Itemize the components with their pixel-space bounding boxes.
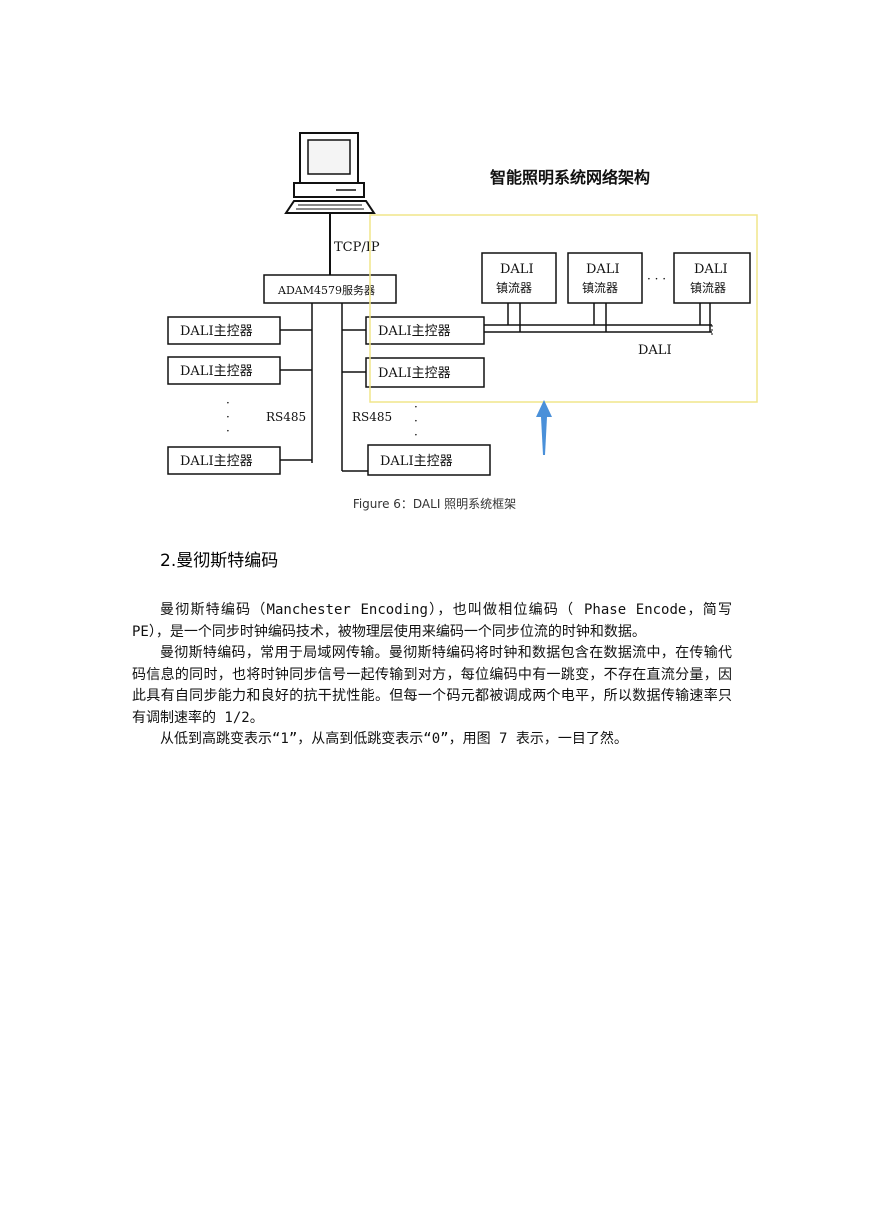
svg-text:镇流器: 镇流器 — [582, 281, 618, 295]
svg-text:DALI主控器: DALI主控器 — [380, 454, 453, 469]
section-heading: 2.曼彻斯特编码 — [160, 551, 279, 571]
paragraph-3: 从低到高跳变表示“1”，从高到低跳变表示“0”，用图 7 表示，一目了然。 — [160, 731, 628, 747]
computer-icon — [284, 132, 376, 214]
svg-text:·: · — [414, 428, 418, 442]
svg-text:·: · — [226, 424, 230, 438]
rs485-right-label: RS485 — [352, 410, 392, 424]
left-dots: · — [226, 396, 230, 410]
ballast-ellipsis: · · · — [647, 272, 666, 286]
arrow-up-icon — [536, 400, 552, 455]
left-controller-2: DALI主控器 — [167, 356, 281, 385]
rs485-left-label: RS485 — [266, 410, 306, 424]
svg-text:DALI主控器: DALI主控器 — [180, 364, 253, 379]
ballast-1: DALI 镇流器 — [481, 252, 557, 332]
svg-text:DALI: DALI — [586, 262, 620, 277]
right-controller-2: DALI主控器 — [365, 357, 485, 388]
server-label: ADAM4579服务器 — [277, 284, 375, 297]
ballast-2: DALI 镇流器 — [567, 252, 643, 332]
diagram-title: 智能照明系统网络架构 — [490, 168, 650, 187]
svg-text:镇流器: 镇流器 — [496, 281, 532, 295]
figure-caption: Figure 6：DALI 照明系统框架 — [352, 497, 517, 511]
paragraph-1: 曼彻斯特编码（Manchester Encoding），也叫做相位编码（ Pha… — [132, 602, 732, 640]
svg-text:DALI: DALI — [694, 262, 728, 277]
server-box — [263, 274, 397, 304]
svg-text:DALI主控器: DALI主控器 — [180, 324, 253, 339]
dali-system-diagram: TCP/IP 智能照明系统网络架构 ADAM4579服务器 DALI主控器 DA… — [160, 125, 770, 485]
svg-text:镇流器: 镇流器 — [690, 281, 726, 295]
tcpip-label: TCP/IP — [334, 240, 380, 255]
svg-text:·: · — [414, 414, 418, 428]
dali-bus-label: DALI — [638, 343, 672, 358]
right-controller-3: DALI主控器 — [367, 444, 491, 476]
left-controller-1: DALI主控器 — [167, 316, 281, 345]
highlight-box — [369, 214, 758, 403]
svg-text:·: · — [414, 400, 418, 414]
svg-text:DALI主控器: DALI主控器 — [180, 454, 253, 469]
right-controller-1: DALI主控器 — [365, 316, 485, 345]
svg-text:DALI主控器: DALI主控器 — [378, 324, 451, 339]
ballast-3: DALI 镇流器 — [673, 252, 751, 332]
svg-text:·: · — [226, 410, 230, 424]
paragraph-2: 曼彻斯特编码，常用于局域网传输。曼彻斯特编码将时钟和数据包含在数据流中，在传输代… — [132, 645, 732, 726]
svg-text:DALI主控器: DALI主控器 — [378, 366, 451, 381]
body-text: 曼彻斯特编码（Manchester Encoding），也叫做相位编码（ Pha… — [132, 600, 732, 751]
left-controller-3: DALI主控器 — [167, 446, 281, 475]
svg-text:DALI: DALI — [500, 262, 534, 277]
